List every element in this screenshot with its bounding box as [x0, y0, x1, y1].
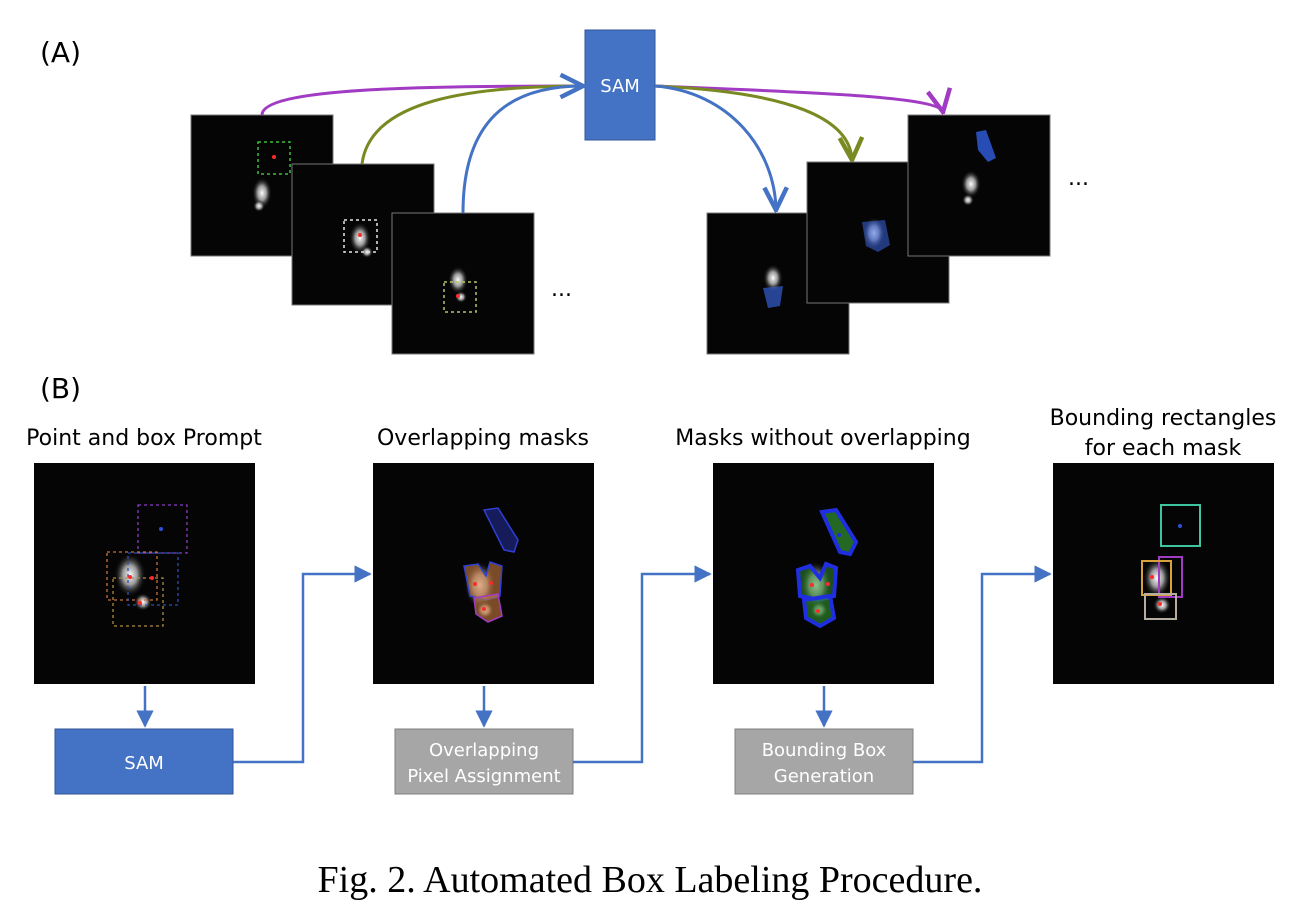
stage-title-overlapping: Overlapping masks: [377, 426, 589, 451]
arrow-sam-to-overlap: [233, 565, 372, 764]
stage-title-prompt: Point and box Prompt: [26, 426, 262, 451]
arrow-purple-out: [654, 84, 943, 112]
arrow-blue-out: [654, 84, 776, 210]
arrow-purple-in: [260, 84, 586, 116]
arrow-blue-in: [461, 86, 583, 214]
arrow-olive-out: [654, 84, 852, 160]
sam-box-a: SAM: [584, 29, 656, 141]
ellipsis-right: ...: [1068, 166, 1089, 191]
prompt-image-3: [391, 212, 535, 355]
stage-image-bounding: [1053, 463, 1274, 684]
figure-caption: Fig. 2. Automated Box Labeling Procedure…: [317, 859, 983, 901]
stage-image-prompt: [34, 463, 255, 684]
arrow-bbox-to-rectangles: [913, 565, 1052, 764]
arrow-assign-to-nooverlap: [573, 565, 712, 764]
process-box-bbox-line2: Generation: [774, 766, 874, 787]
process-box-pixel-line2: Pixel Assignment: [407, 766, 560, 787]
process-box-sam: SAM: [54, 728, 234, 795]
stage-title-bounding-1: Bounding rectangles: [1050, 406, 1277, 431]
process-box-pixel-assignment: Overlapping Pixel Assignment: [394, 728, 574, 795]
process-box-sam-label: SAM: [124, 753, 164, 774]
stage-title-bounding-2: for each mask: [1085, 436, 1242, 461]
ellipsis-left: ...: [551, 277, 572, 302]
stage-title-no-overlap: Masks without overlapping: [675, 426, 970, 451]
process-box-pixel-line1: Overlapping: [429, 740, 539, 761]
process-box-bbox-generation: Bounding Box Generation: [734, 728, 914, 795]
stage-image-overlapping: [373, 463, 594, 684]
sam-box-a-label: SAM: [600, 76, 640, 97]
arrow-olive-in: [360, 84, 586, 165]
mask-image-3: [907, 114, 1051, 257]
stage-image-no-overlap: [713, 463, 934, 684]
panel-a-label: (A): [40, 36, 81, 69]
process-box-bbox-line1: Bounding Box: [762, 740, 887, 761]
panel-b-label: (B): [40, 372, 81, 405]
